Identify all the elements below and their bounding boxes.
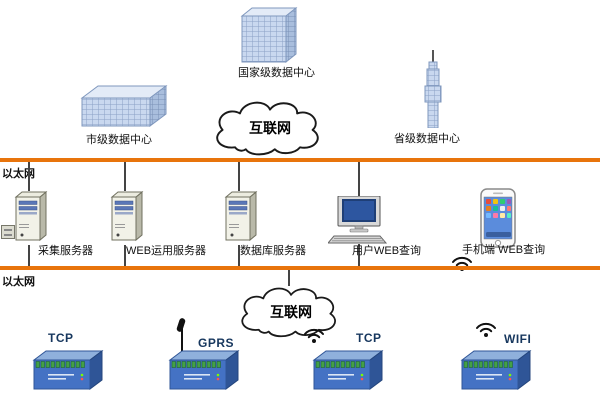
device-connection-label: TCP <box>48 331 74 345</box>
database-server-label: 数据库服务器 <box>240 245 306 257</box>
provincial-datacenter-building-icon <box>424 50 442 128</box>
mobile-web-query-label: 手机端 WEB查询 <box>462 244 546 256</box>
ethernet-bus-bottom-line <box>0 266 600 270</box>
rtu-device-icon <box>460 350 532 390</box>
wifi-icon <box>476 322 496 337</box>
national-datacenter-label: 国家级数据中心 <box>238 67 315 79</box>
provincial-datacenter-label: 省级数据中心 <box>394 133 460 145</box>
web-app-server-label: WEB运用服务器 <box>126 245 207 257</box>
connector-line <box>238 162 240 191</box>
device-connection-label: GPRS <box>198 336 235 350</box>
connector-line <box>358 244 360 266</box>
city-datacenter-label: 市级数据中心 <box>86 134 152 146</box>
internet-cloud-top-icon <box>216 101 319 156</box>
national-datacenter-building-icon <box>240 6 298 64</box>
ethernet-bus-bottom-label: 以太网 <box>2 276 35 288</box>
rtu-device-icon <box>32 350 104 390</box>
internet-cloud-bottom-icon <box>241 287 336 338</box>
device-connection-label: TCP <box>356 331 382 345</box>
database-server-icon <box>224 191 258 242</box>
user-web-query-label: 用户WEB查询 <box>352 245 422 257</box>
connector-line <box>238 245 240 266</box>
city-datacenter-building-icon <box>80 85 168 127</box>
connector-line <box>124 162 126 191</box>
rtu-device-icon <box>312 350 384 390</box>
wifi-icon <box>304 328 324 343</box>
connector-line <box>288 270 290 286</box>
ethernet-bus-top-line <box>0 158 600 162</box>
internet-cloud-top-label: 互联网 <box>249 120 291 136</box>
internet-cloud-bottom-label: 互联网 <box>270 304 312 320</box>
desktop-computer-icon <box>328 196 388 244</box>
antenna-icon <box>176 318 186 354</box>
collection-server-label: 采集服务器 <box>38 245 93 257</box>
connector-line <box>28 245 30 266</box>
connector-line <box>28 162 30 191</box>
ethernet-bus-top-label: 以太网 <box>2 168 35 180</box>
web-app-server-icon <box>110 191 144 242</box>
connector-line <box>124 245 126 266</box>
smartphone-icon <box>480 188 516 248</box>
connector-line <box>358 162 360 196</box>
collection-server-icon <box>14 191 48 242</box>
peripheral-device-icon <box>1 225 15 239</box>
device-connection-label: WIFI <box>504 332 532 346</box>
rtu-device-icon <box>168 350 240 390</box>
